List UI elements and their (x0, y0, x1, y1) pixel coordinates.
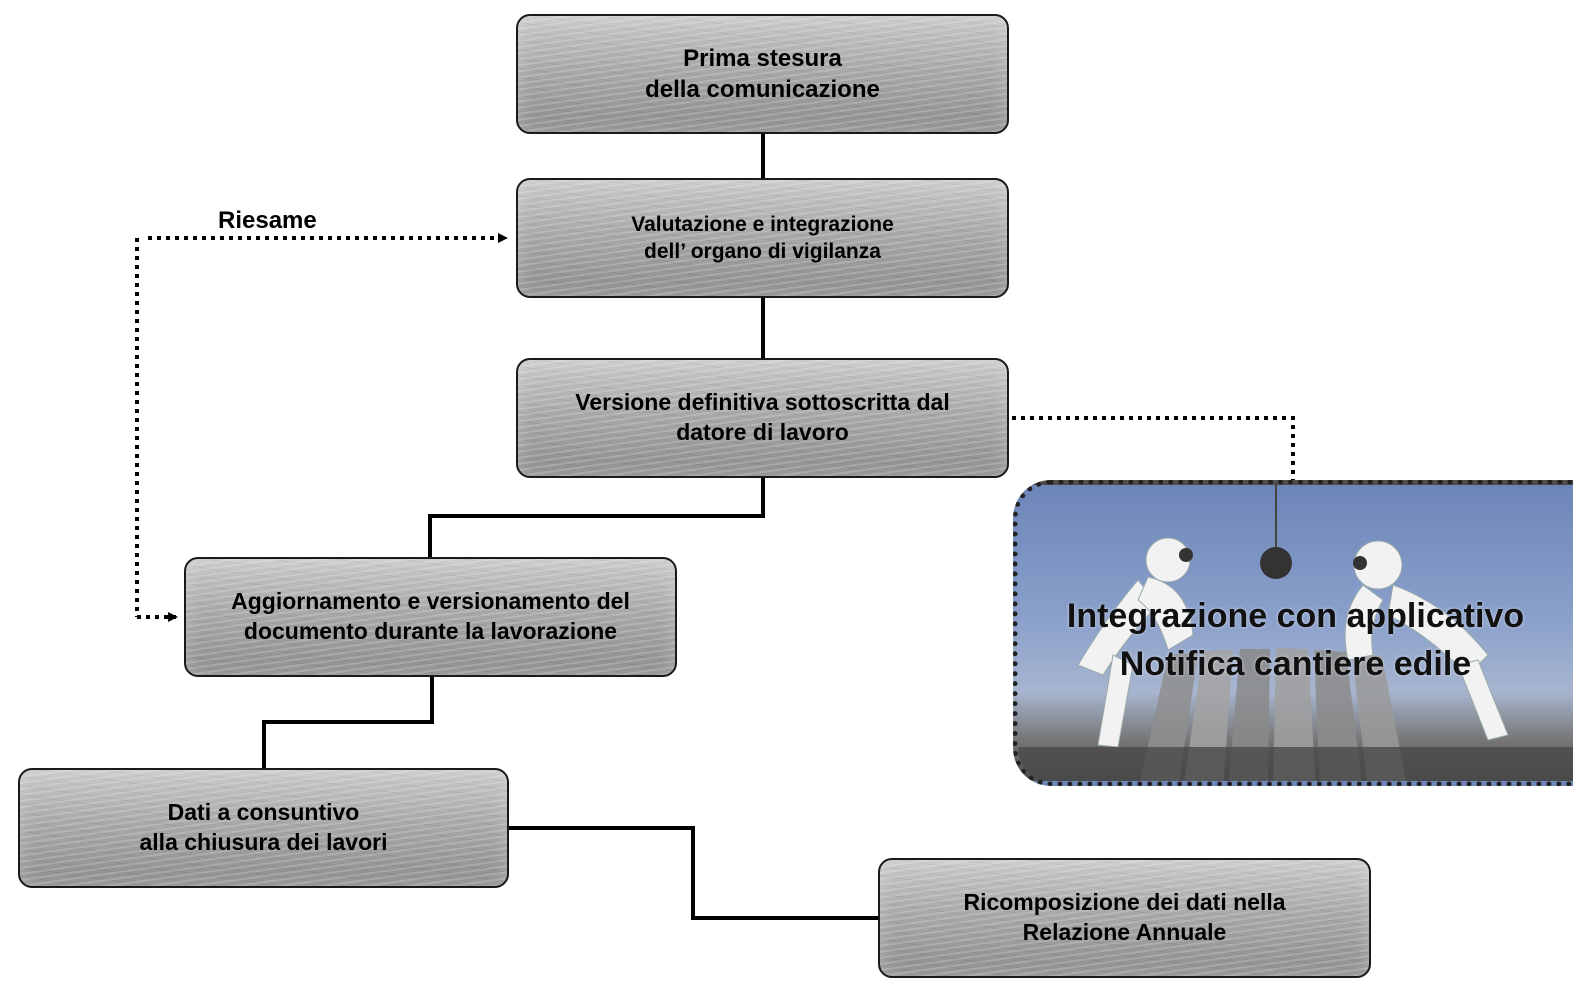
step-label-line2: documento durante la lavorazione (243, 618, 618, 644)
connector-b3-b4 (428, 478, 765, 557)
step-label-line1: Prima stesura (683, 44, 842, 72)
step-label-line2: alla chiusura dei lavori (139, 829, 388, 855)
review-label: Riesame (218, 207, 317, 234)
step-prima-stesura: Prima stesura della comunicazione (516, 14, 1009, 134)
integration-line2: Notifica cantiere edile (1119, 644, 1472, 683)
integration-link (1012, 416, 1295, 480)
mask-right (1353, 556, 1367, 570)
worker-right (1344, 540, 1509, 741)
step-label-line2: Relazione Annuale (1022, 919, 1227, 945)
step-dati-consuntivo: Dati a consuntivo alla chiusura dei lavo… (18, 768, 509, 888)
step-label-line2: datore di lavoro (676, 419, 849, 445)
step-label-line1: Valutazione e integrazione (631, 212, 894, 236)
step-label-line2: dell’ organo di vigilanza (644, 240, 881, 263)
integration-line1: Integrazione con applicativo (1066, 597, 1525, 635)
connector-b5-b6 (509, 826, 878, 920)
integration-panel: Integrazione con applicativo Notifica ca… (1013, 480, 1573, 786)
connector-b4-b5 (262, 677, 434, 768)
step-valutazione: Valutazione e integrazione dell’ organo … (516, 178, 1009, 298)
integration-text: Integrazione con applicativo Notifica ca… (1018, 593, 1573, 688)
step-label-line1: Dati a consuntivo (167, 799, 360, 826)
worker-illustration (1018, 485, 1573, 781)
mask-left (1179, 548, 1193, 562)
step-label-line2: della comunicazione (645, 76, 880, 103)
hook-load (1260, 547, 1292, 579)
step-label-line1: Versione definitiva sottoscritta dal (575, 389, 950, 416)
step-aggiornamento: Aggiornamento e versionamento del docume… (184, 557, 677, 677)
step-label-line1: Ricomposizione dei dati nella (963, 889, 1286, 916)
step-ricomposizione: Ricomposizione dei dati nella Relazione … (878, 858, 1371, 978)
step-label-line1: Aggiornamento e versionamento del (231, 588, 630, 615)
step-versione-definitiva: Versione definitiva sottoscritta dal dat… (516, 358, 1009, 478)
